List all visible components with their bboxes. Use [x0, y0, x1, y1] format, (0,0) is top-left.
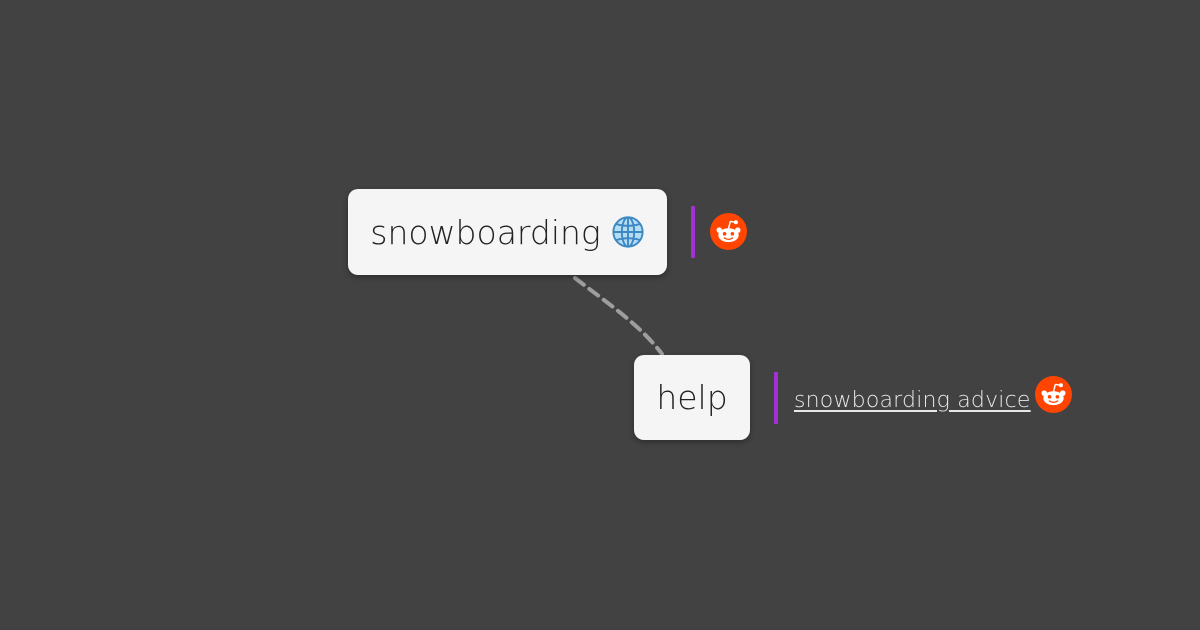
globe-icon: [612, 216, 644, 248]
link-text: snowboarding advice: [794, 388, 1031, 413]
root-node[interactable]: snowboarding: [348, 189, 667, 275]
root-node-label: snowboarding: [370, 212, 601, 252]
child-node-help[interactable]: help: [634, 355, 750, 440]
root-accent-bar: [691, 206, 695, 258]
reddit-icon[interactable]: [710, 213, 747, 250]
child-node-label: help: [656, 378, 728, 417]
snowboarding-advice-link[interactable]: snowboarding advice: [794, 376, 1072, 413]
child-accent-bar: [774, 372, 778, 424]
reddit-icon: [1034, 376, 1072, 413]
